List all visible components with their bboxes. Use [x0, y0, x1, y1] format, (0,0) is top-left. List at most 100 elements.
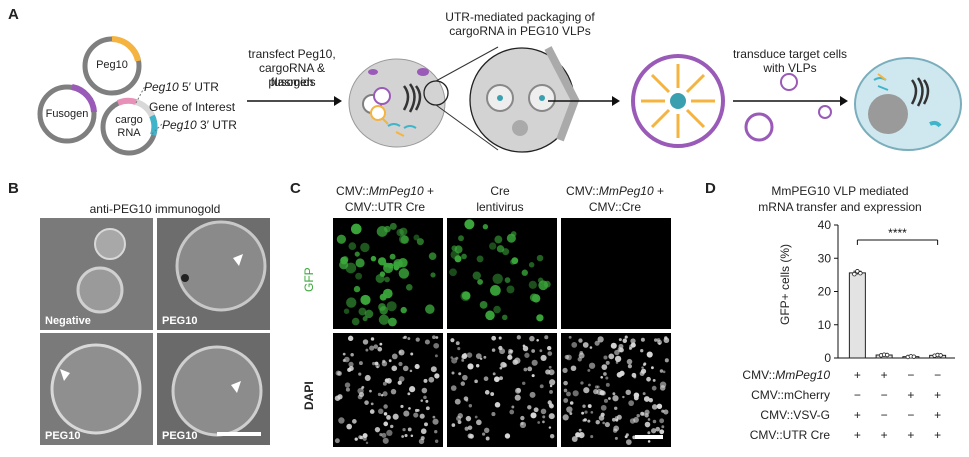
dapi-nucleus [494, 376, 500, 382]
dapi-nucleus [433, 343, 439, 349]
dapi-nucleus [542, 421, 545, 424]
dapi-nucleus [628, 400, 634, 406]
condition-value: + [876, 368, 892, 382]
dapi-nucleus [390, 425, 393, 428]
dapi-nucleus [505, 433, 510, 438]
dapi-nucleus [435, 336, 438, 339]
dapi-nucleus [548, 369, 554, 375]
gfp-cell [477, 279, 483, 285]
dapi-nucleus [532, 374, 535, 377]
gfp-cell [388, 318, 397, 327]
gfp-cell [485, 311, 495, 321]
dapi-nucleus [584, 418, 587, 421]
dapi-nucleus [596, 389, 602, 395]
em-label-peg10-2: PEG10 [45, 430, 80, 442]
dapi-nucleus [452, 372, 455, 375]
dapi-nucleus [630, 338, 635, 343]
dapi-nucleus [425, 339, 430, 344]
dapi-nucleus [511, 406, 514, 409]
dapi-nucleus [465, 427, 469, 431]
gfp-cell [505, 277, 511, 283]
dapi-nucleus [613, 428, 617, 432]
dapi-nucleus [499, 376, 503, 380]
dapi-nucleus [392, 354, 398, 360]
gfp-cell [417, 238, 424, 245]
dapi-nucleus [587, 420, 590, 423]
dapi-nucleus [582, 405, 585, 408]
dapi-nucleus [410, 370, 413, 373]
gfp-cell [365, 310, 374, 319]
gfp-cell [394, 265, 400, 271]
dapi-nucleus [584, 410, 587, 413]
dapi-nucleus [563, 381, 568, 386]
dapi-nucleus [403, 366, 409, 372]
dapi-nucleus [653, 420, 657, 424]
dapi-nucleus [581, 412, 584, 415]
dapi-nucleus [659, 418, 664, 423]
gfp-cell [384, 277, 390, 283]
dapi-nucleus [643, 363, 646, 366]
dapi-nucleus [435, 354, 438, 357]
dapi-nucleus [366, 442, 368, 444]
gfp-cell [522, 270, 528, 276]
dapi-nucleus [424, 422, 428, 426]
condition-value: + [930, 408, 946, 422]
dapi-nucleus [651, 428, 656, 433]
zoom-inset [470, 48, 575, 152]
dapi-nucleus [383, 422, 388, 427]
dapi-nucleus [391, 365, 397, 371]
dapi-nucleus [377, 347, 382, 352]
dapi-nucleus [365, 349, 368, 352]
dapi-nucleus [663, 409, 668, 414]
dapi-nucleus [486, 437, 490, 441]
dapi-nucleus [532, 360, 538, 366]
dapi-nucleus [434, 373, 439, 378]
transduce-text-1: transduce target cells [720, 47, 860, 61]
dapi-nucleus [627, 359, 633, 365]
em-image-peg10-1: PEG10 [157, 218, 270, 330]
gfp-cell [544, 281, 551, 288]
dapi-nucleus [393, 414, 399, 420]
dapi-nucleus [450, 338, 454, 342]
dapi-nucleus [407, 392, 410, 395]
dapi-nucleus [566, 392, 571, 397]
dapi-nucleus [622, 396, 624, 398]
gfp-cell [483, 224, 488, 229]
dapi-nucleus [417, 409, 420, 412]
significance-stars: **** [888, 226, 907, 240]
dapi-nucleus [566, 406, 572, 412]
dapi-nucleus [432, 335, 436, 339]
dapi-nucleus [663, 371, 666, 374]
dapi-nucleus [579, 353, 585, 359]
dapi-nucleus [358, 373, 361, 376]
dapi-nucleus [647, 431, 650, 434]
dapi-nucleus [389, 359, 392, 362]
gfp-cell [493, 274, 503, 284]
c-col2-header-2: lentivirus [445, 200, 555, 214]
dapi-nucleus [469, 404, 472, 407]
gfp-cell [377, 226, 388, 237]
condition-value: + [876, 428, 892, 442]
em-label-negative: Negative [45, 315, 91, 327]
dapi-nucleus [455, 399, 461, 405]
gfp-cell [399, 235, 408, 244]
dapi-nucleus [491, 336, 496, 341]
dapi-nucleus [531, 414, 534, 417]
c-col2-header-1: Cre [445, 184, 555, 198]
dapi-nucleus [522, 382, 525, 385]
dapi-nucleus [625, 435, 628, 438]
dapi-nucleus [359, 361, 363, 365]
dapi-nucleus [547, 346, 551, 350]
d-title-2: mRNA transfer and expression [720, 200, 960, 214]
dapi-nucleus [579, 433, 582, 436]
dapi-nucleus [483, 356, 486, 359]
gfp-cell [429, 252, 437, 260]
dapi-nucleus [420, 399, 423, 402]
condition-value: − [903, 408, 919, 422]
dapi-nucleus [410, 353, 413, 356]
dapi-nucleus [540, 384, 544, 388]
y-tick-label: 20 [818, 285, 832, 299]
dapi-nucleus [601, 413, 605, 417]
dapi-nucleus [549, 403, 553, 407]
gfp-image-3 [561, 218, 671, 329]
